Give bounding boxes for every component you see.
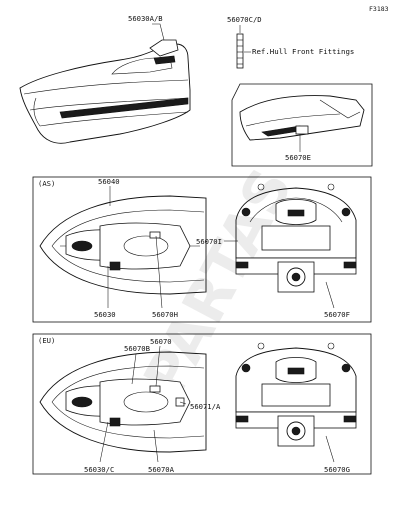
figure-code: F3183 [369, 5, 389, 13]
rear-deck-illustration [239, 95, 365, 141]
ref-hull-fittings: Ref.Hull Front Fittings [252, 47, 354, 56]
label-56070-eu: 56070 [150, 337, 172, 346]
jetski-top-view-as [39, 195, 207, 295]
label-56040: 56040 [98, 177, 120, 186]
section-eu [32, 333, 372, 475]
label-56070B: 56070B [124, 344, 150, 353]
jetski-side-illustration [19, 39, 191, 144]
label-56070F: 56070F [324, 310, 350, 319]
label-56070G: 56070G [324, 465, 350, 474]
label-56071A: 56071/A [190, 402, 221, 411]
section-eu-label: (EU) [38, 336, 55, 345]
label-56070A: 56070A [148, 465, 175, 474]
label-56070I: 56070I [196, 237, 222, 246]
label-56070H: 56070H [152, 310, 178, 319]
label-56070E: 56070E [285, 153, 311, 162]
section-as [32, 176, 372, 323]
label-56070CD: 56070C/D [227, 15, 262, 24]
section-as-label: (AS) [38, 179, 55, 188]
label-56030C: 56030/C [84, 465, 114, 474]
detail-box-56070E [231, 83, 373, 167]
jetski-top-view-eu [39, 351, 207, 453]
jetski-rear-view-as [235, 183, 357, 293]
jetski-rear-view-eu [235, 342, 357, 447]
hull-fitting-part [236, 33, 244, 69]
label-56030AB: 56030A/B [128, 14, 163, 23]
label-56030-as: 56030 [94, 310, 116, 319]
